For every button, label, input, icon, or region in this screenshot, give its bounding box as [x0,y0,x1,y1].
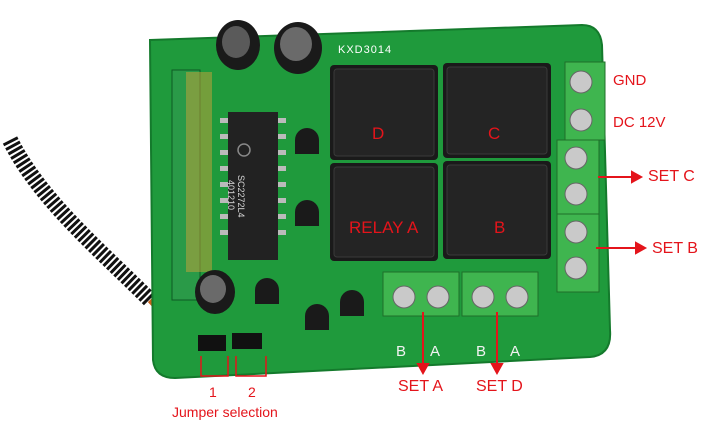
capacitor-bottom [195,270,235,314]
relay-d [330,65,438,160]
set-b-label: SET B [652,240,698,257]
set-c-label: SET C [648,168,695,185]
dc-12v-label: DC 12V [613,114,666,131]
terminal-block-d [461,271,539,317]
set-d-label: SET D [476,378,523,395]
capacitor-top-left [216,20,260,70]
terminal-block-c [556,139,600,215]
set-a-label: SET A [398,378,444,395]
ic-label-1: SC2272L4 [236,175,246,218]
terminal-block-a [382,271,460,317]
transistors [255,128,364,330]
gnd-label: GND [613,72,647,89]
board-model-label: KXD3014 [338,44,393,56]
capacitor-top-right [274,22,322,74]
relay-b-label: B [494,218,506,237]
annotation-arrows [416,170,648,376]
rf-shield [186,72,212,272]
jumper-headers [198,333,262,351]
jumper-number-1: 1 [209,384,217,400]
jumper-brackets [200,356,267,377]
relay-c [443,63,551,158]
relay-a-label: RELAY A [349,218,419,237]
jumper-number-2: 2 [248,384,256,400]
relay-b [443,161,551,259]
terminal-block-b [556,213,600,293]
silk-set-a-a: A [430,343,441,360]
relay-a [330,163,438,261]
decoder-ic [220,112,286,260]
relay-c-label: C [488,124,501,143]
relay-d-label: D [372,124,385,143]
silk-set-d-b: B [476,343,487,360]
silk-set-d-a: A [510,343,521,360]
terminal-block-power [564,61,606,141]
silk-set-a-b: B [396,343,407,360]
antenna-spring [2,136,166,331]
ic-label-2: 401210 [226,180,236,211]
jumper-caption: Jumper selection [172,404,278,420]
